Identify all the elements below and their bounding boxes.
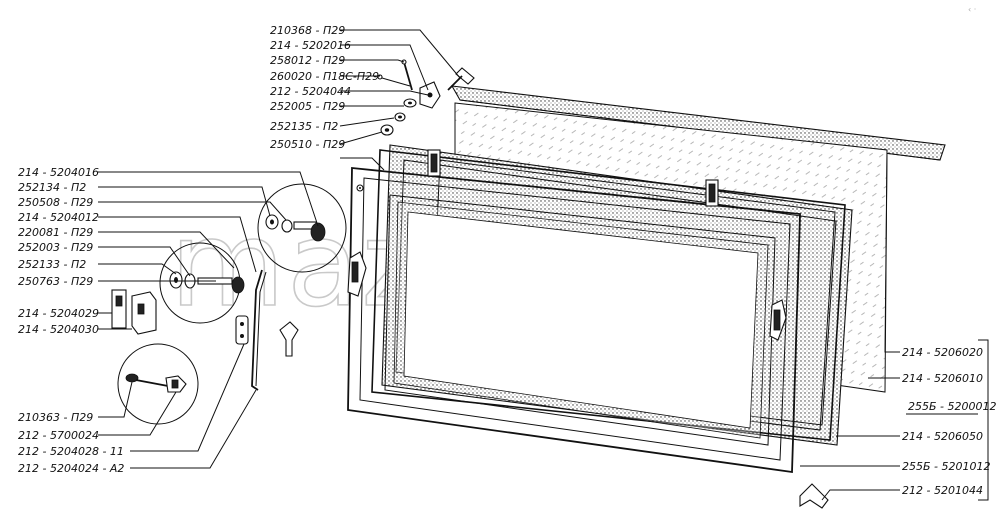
latch-right <box>769 299 787 341</box>
washer-252133 <box>169 271 183 289</box>
label-212-5204024: 212 - 5204024 - А2 <box>18 462 124 475</box>
label-214-5204016: 214 - 5204016 <box>18 166 99 179</box>
label-214-5206010: 214 - 5206010 <box>902 372 983 385</box>
label-255b-5200012: 255Б - 5200012 <box>908 400 997 413</box>
label-252134-p2: 252134 - П2 <box>18 181 86 194</box>
latch-212-5201044 <box>799 483 829 509</box>
label-252135-p2: 252135 - П2 <box>270 120 338 133</box>
label-255b-5201012: 255Б - 5201012 <box>902 460 991 473</box>
label-214-5206020: 214 - 5206020 <box>902 346 983 359</box>
label-214-5206050: 214 - 5206050 <box>902 430 983 443</box>
label-252133-p2: 252133 - П2 <box>18 258 86 271</box>
label-214-5202016: 214 - 5202016 <box>270 39 351 52</box>
hinge-top-right <box>705 179 719 207</box>
part-labels: 210368 - П29 214 - 5202016 258012 - П29 … <box>18 24 997 497</box>
label-210368-p29: 210368 - П29 <box>270 24 345 37</box>
corner-bolt-left <box>356 184 364 192</box>
nut-250510 <box>380 124 394 136</box>
label-214-5204012: 214 - 5204012 <box>18 211 99 224</box>
label-258012-p29: 258012 - П29 <box>270 54 345 67</box>
screw-210368 <box>447 67 475 91</box>
cotter-260020 <box>377 74 411 87</box>
label-250508-p29: 250508 - П29 <box>18 196 93 209</box>
latch-left <box>347 251 367 297</box>
bracket-214-5204030 <box>131 291 157 335</box>
rod-212-5204024 <box>251 269 267 391</box>
callout-circle-upper <box>257 183 347 273</box>
label-212-5700024: 212 - 5700024 <box>18 429 99 442</box>
label-212-5201044: 212 - 5201044 <box>902 484 983 497</box>
leader-lines <box>98 29 989 501</box>
hinge-top-left <box>427 149 441 177</box>
bracket-214-5204029 <box>111 289 127 329</box>
nut-250508 <box>281 219 293 233</box>
outer-frame <box>347 167 801 474</box>
label-252003-p29: 252003 - П29 <box>18 241 93 254</box>
lever-212-5204028 <box>235 315 249 345</box>
label-252005-p29: 252005 - П29 <box>270 100 345 113</box>
label-220081-p29: 220081 - П29 <box>18 226 93 239</box>
label-214-5204030: 214 - 5204030 <box>18 323 99 336</box>
washer-252135 <box>394 112 406 122</box>
washer-252134 <box>265 214 279 230</box>
label-212-5204028: 212 - 5204028 - 11 <box>18 445 124 458</box>
label-250510-p29: 250510 - П29 <box>270 138 345 151</box>
label-212-5204044: 212 - 5204044 <box>270 85 351 98</box>
label-250763-p29: 250763 - П29 <box>18 275 93 288</box>
washer-252005 <box>403 98 417 108</box>
label-260020: 260020 - П18С-П29 <box>270 70 379 83</box>
bracket-214-5202016 <box>419 81 441 109</box>
clip-212-5700024 <box>165 375 187 393</box>
callout-circle-lower <box>117 343 199 425</box>
corner-mark: ‹ · <box>968 5 976 14</box>
bolt-210363 <box>125 373 169 387</box>
label-210363-p29: 210363 - П29 <box>18 411 93 424</box>
label-214-5204029: 214 - 5204029 <box>18 307 99 320</box>
bolt-214-5204016 <box>293 221 326 242</box>
wing-handle <box>279 321 299 357</box>
